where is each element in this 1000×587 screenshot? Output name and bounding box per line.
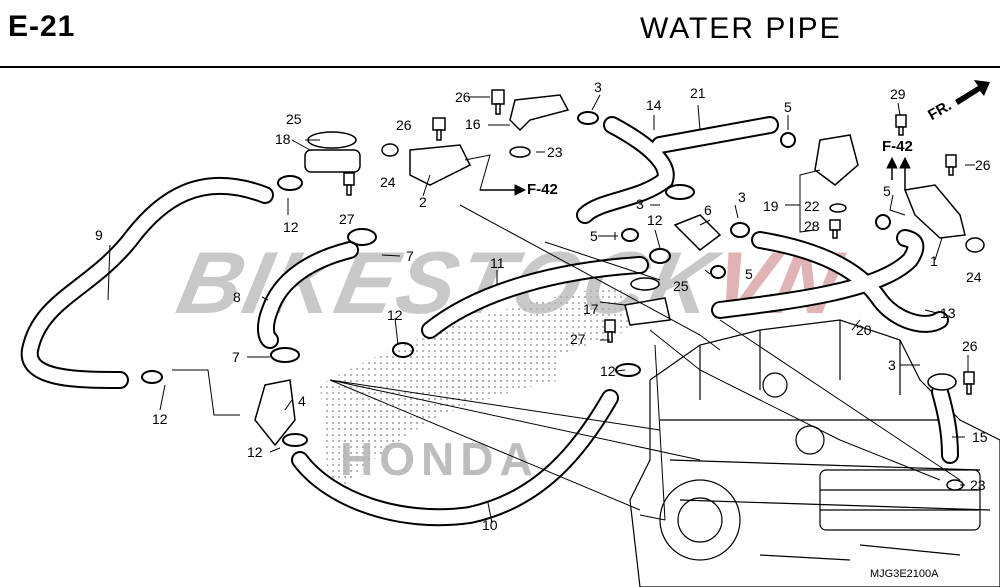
callout-23: 23 [970,477,986,493]
callout-7: 7 [232,349,240,365]
callout-8: 8 [233,289,241,305]
callout-26: 26 [396,117,412,133]
callout-6: 6 [704,202,712,218]
fittings [254,94,985,491]
callout-12: 12 [600,363,616,379]
part-4-joint [254,379,296,447]
callout-10: 10 [482,517,498,533]
grommet-23 [509,146,531,158]
callout-4: 4 [298,393,306,409]
callout-17: 17 [583,301,599,317]
callout-3: 3 [636,196,644,212]
f42-arrow [480,184,527,196]
callout-12: 12 [247,444,263,460]
part-16-pipe [509,94,570,132]
callout-24: 24 [380,174,396,190]
o-ring-24b [965,237,985,253]
part-6-joint [673,214,722,251]
washer-22 [829,203,847,213]
header-divider [0,66,1000,68]
callout-21: 21 [690,85,706,101]
callout-11: 11 [490,255,505,271]
callout-24: 24 [966,269,982,285]
thermostat-housing [814,134,859,186]
callout-16: 16 [465,116,481,132]
callout-23: 23 [547,144,563,160]
hose-clamp-3d [927,373,957,391]
callout-12: 12 [283,219,299,235]
callout-5: 5 [590,228,598,244]
callout-25: 25 [673,278,689,294]
diagram-code: MJG3E2100A [870,568,939,580]
callout-9: 9 [95,227,103,243]
callout-26: 26 [455,89,471,105]
callout-5: 5 [745,266,753,282]
bolts [343,89,975,395]
callout-29: 29 [890,86,906,102]
part-2-pipe [409,144,472,186]
callout-26: 26 [962,338,978,354]
callout-13: 13 [940,305,956,321]
ref-f42-lower: F-42 [527,181,558,198]
callout-12: 12 [647,212,663,228]
callout-5: 5 [784,99,792,115]
o-ring-25b [630,277,660,291]
section-code: E-21 [8,10,76,43]
part-1-pipe [903,184,966,239]
callout-27: 27 [570,331,586,347]
callout-26: 26 [975,157,991,173]
callout-3: 3 [738,189,746,205]
callout-12: 12 [152,411,168,427]
callout-7: 7 [406,248,414,264]
callout-27: 27 [339,211,355,227]
callout-3: 3 [594,79,602,95]
f42-arrow-upper [886,156,911,190]
callout-19: 19 [763,198,779,214]
callout-18: 18 [275,131,291,147]
callout-12: 12 [387,307,403,323]
callout-20: 20 [856,322,872,338]
o-ring-24a [381,143,399,157]
callout-14: 14 [646,97,662,113]
hose-clamps [141,111,891,447]
callout-5: 5 [883,183,891,199]
callout-25: 25 [286,111,302,127]
part-17-joint [624,297,671,326]
forward-arrow-icon [955,80,990,105]
callout-2: 2 [419,194,427,210]
callout-22: 22 [804,198,820,214]
page-title: WATER PIPE [640,12,842,45]
ref-f42-upper: F-42 [882,138,913,155]
part-18-housing [304,149,361,173]
callout-15: 15 [972,429,988,445]
callout-28: 28 [804,218,820,234]
callout-1: 1 [930,253,938,269]
leader-lines [107,94,975,524]
callout-3: 3 [888,357,896,373]
